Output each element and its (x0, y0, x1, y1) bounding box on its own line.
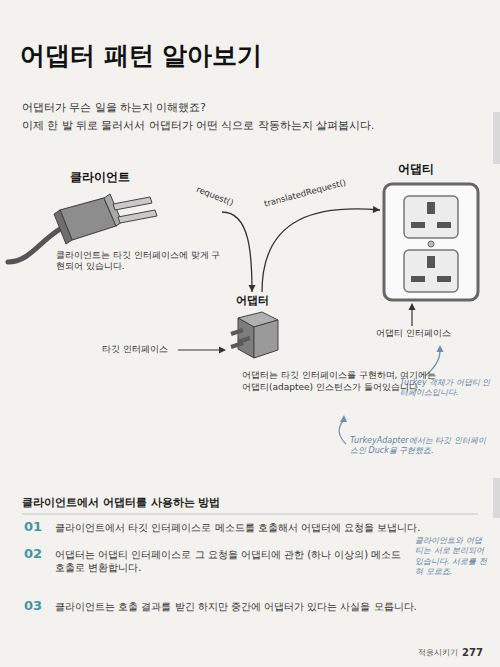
arrowhead (249, 285, 256, 292)
page-tab (493, 478, 500, 518)
leader-line (339, 421, 346, 444)
leader-line (178, 349, 220, 350)
outlet-illustration (384, 184, 478, 300)
step-text: 어댑터는 어댑티 인터페이스로 그 요청을 어댑티에 관한 (하나 이상의) 메… (55, 548, 405, 574)
arrowhead (373, 206, 380, 213)
page-tab (493, 112, 500, 164)
node-body: 어댑터는 타깃 인터페이스를 구현하며, 여기에는 어댑티(adaptee) 인… (242, 370, 442, 393)
plug-side (54, 210, 72, 244)
adaptee-interface-pointer (409, 303, 416, 326)
adapter-node: 어댑터어댑터는 타깃 인터페이스를 구현하며, 여기에는 어댑티(adaptee… (222, 292, 446, 398)
handwritten-note: 클라이언트와 어댑티는 서로 분리되어 있습니다. 서로를 전혀 모르죠. (415, 536, 487, 578)
socket-slot (411, 222, 425, 228)
footer-chapter: 적응시키기 (418, 648, 458, 658)
interface-label: 타깃 인터페이스 (102, 344, 168, 356)
leader-line (411, 309, 412, 326)
intro-text: 이제 한 발 뒤로 물러서서 어댑터가 어떤 식으로 작동하는지 살펴봅시다. (22, 119, 492, 133)
arrowhead (409, 303, 416, 310)
step-number: 03 (24, 598, 42, 615)
handwritten-note: TurkeyAdapter에서는 타깃 인터페이스인 Duck을 구현했죠. (350, 436, 490, 457)
client-node: 클라이언트클라이언트는 타깃 인터페이스에 맞게 구현되어 있습니다. (40, 168, 222, 277)
flow-arrow (222, 212, 256, 292)
outlet-screw (428, 241, 434, 247)
plug-cable (8, 228, 62, 262)
adapter-pin (231, 330, 243, 334)
node-heading: 어댑터 (236, 294, 444, 308)
arrowhead (219, 347, 226, 354)
interface-label: 어댑티 인터페이스 (376, 328, 451, 340)
node-body: 클라이언트는 타깃 인터페이스에 맞게 구현되어 있습니다. (56, 250, 221, 273)
arrowhead (340, 415, 347, 422)
outlet-socket (404, 196, 458, 238)
socket-slot (427, 256, 435, 268)
socket-slot (411, 276, 425, 282)
page-number: 277 (462, 646, 483, 659)
plug-pin (118, 210, 157, 223)
outlet-plate (384, 184, 478, 300)
page-title: 어댑터 패턴 알아보기 (20, 40, 262, 73)
edge-label: request() (193, 183, 237, 209)
adapter-pin (238, 338, 250, 342)
target-interface-pointer (178, 347, 226, 354)
edge-label: translatedRequest() (261, 177, 349, 210)
adapter-right (254, 320, 278, 358)
step-number: 01 (24, 519, 42, 536)
step-number: 02 (24, 546, 42, 563)
node-heading: 어댑티 (398, 162, 478, 178)
flow-arrow (262, 206, 380, 292)
plug-pin (113, 197, 152, 210)
arrowhead (437, 345, 444, 352)
connector-line (222, 212, 252, 292)
step-text: 클라이언트는 호출 결과를 받긴 하지만 중간에 어댑터가 있다는 사실을 모릅… (55, 600, 485, 613)
connector-line (262, 209, 380, 292)
adapter-pin (231, 343, 243, 347)
socket-slot (437, 222, 451, 228)
note-pointer (339, 415, 347, 444)
section-heading: 클라이언트에서 어댑터를 사용하는 방법 (22, 496, 221, 510)
socket-slot (437, 276, 451, 282)
adapter-left (238, 318, 254, 358)
step-text: 클라이언트에서 타깃 인터페이스로 메소드를 호출해서 어댑터에 요청을 보냅니… (55, 521, 485, 534)
section-rule (22, 514, 478, 515)
adapter-illustration (231, 312, 278, 358)
outlet-socket (404, 250, 458, 292)
intro-text: 어댑터가 무슨 일을 하는지 이해했죠? (22, 101, 482, 115)
socket-slot (427, 202, 435, 214)
adaptee-node: 어댑티 (380, 160, 480, 302)
